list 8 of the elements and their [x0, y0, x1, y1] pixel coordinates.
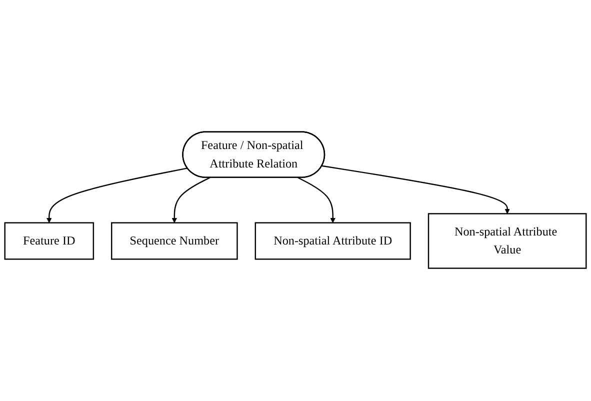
arrow [46, 168, 188, 224]
node-box: Feature ID [4, 222, 94, 260]
node-box: Non-spatial Attribute ID [254, 222, 411, 260]
arrow [172, 178, 210, 224]
node-box: Sequence Number [111, 222, 238, 260]
arrow [322, 166, 510, 214]
arrow [298, 178, 336, 224]
node-box: Non-spatial Attribute Value [428, 214, 587, 270]
